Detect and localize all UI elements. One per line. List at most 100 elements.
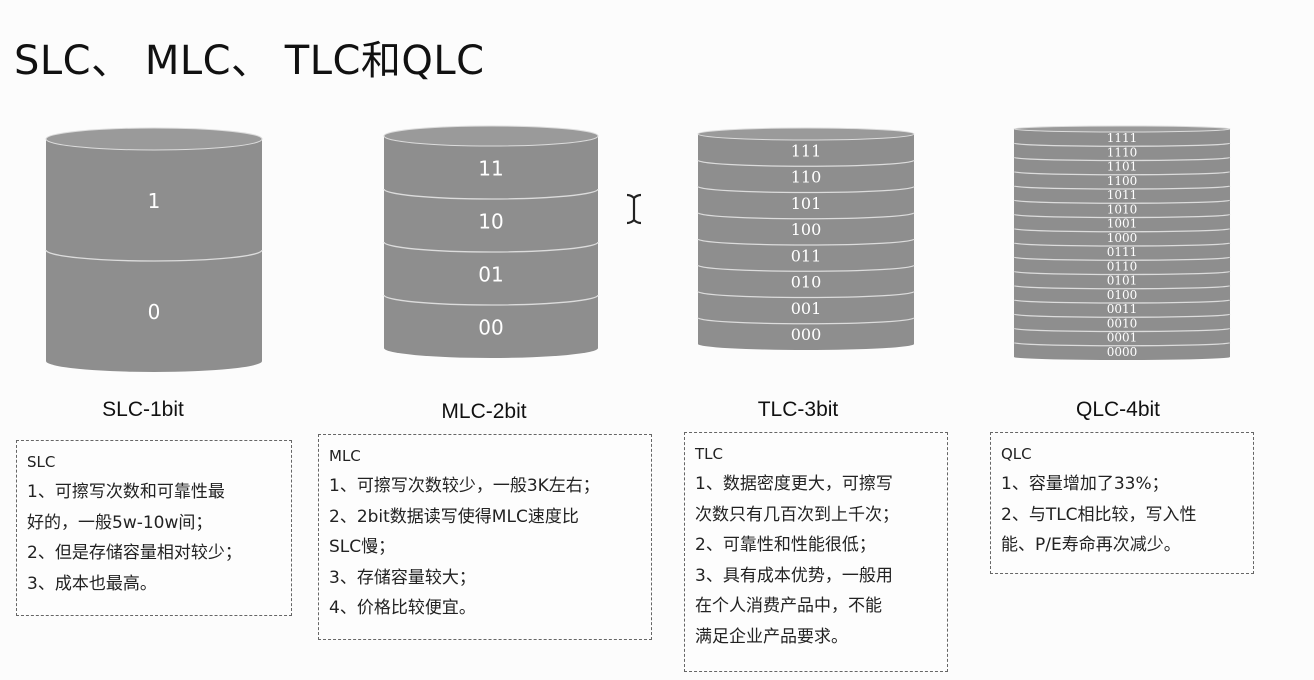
qlc-level-label: 1001 [1107,217,1138,231]
qlc-level-divider [1013,242,1231,247]
qlc-level-divider [1013,171,1231,176]
qlc-cylinder-graphic: 1111111011011100101110101001100001110110… [1013,125,1231,360]
tlc-note-heading: TLC [695,445,723,463]
slc-note-line: 3、成本也最高。 [27,573,157,594]
mlc-note-line: SLC慢； [329,537,396,557]
qlc-level-divider [1013,299,1231,304]
qlc-level-divider [1013,313,1231,318]
slc-cylinder-graphic: 10 [45,127,263,372]
tlc-level-divider [697,159,915,167]
slc-cylinder-top [45,127,263,151]
mlc-cylinder-body [384,136,598,358]
tlc-level-label: 111 [791,141,822,160]
tlc-note-line: 次数只有几百次到上千次； [695,504,899,525]
qlc-level-divider [1013,270,1231,276]
tlc-level-label: 010 [791,273,822,292]
tlc-note-line: 在个人消费产品中，不能 [695,596,882,616]
tlc-note-line: 满足企业产品要求。 [695,626,848,647]
tlc-level-divider [697,264,915,272]
mlc-level-divider [383,241,599,253]
tlc-level-label: 100 [791,220,822,239]
tlc-level-label: 110 [791,168,822,187]
tlc-level-label: 011 [791,246,822,265]
qlc-level-divider [1013,199,1231,204]
qlc-note-box: QLC 1、容量增加了33%； 2、与TLC相比较，写入性 能、P/E寿命再次减… [990,432,1254,574]
qlc-level-label: 0001 [1107,331,1138,345]
qlc-level-label: 0110 [1107,259,1138,273]
qlc-cylinder-top [1013,125,1231,133]
qlc-level-divider [1013,256,1231,261]
tlc-cylinder-top [697,127,915,141]
slc-label: SLC-1bit [102,398,184,421]
slc-level-divider [45,249,263,262]
tlc-cylinder-graphic: 111 110 101 100 011 010 001 000 [697,127,915,350]
qlc-level-label: 1011 [1107,188,1138,202]
qlc-note-heading: QLC [1001,445,1032,463]
qlc-level-label: 0000 [1107,345,1138,359]
tlc-cylinder: 111 110 101 100 011 010 001 000 [697,127,915,350]
mlc-level-label: 11 [478,157,503,181]
slc-note-line: 1、可擦写次数和可靠性最 [27,482,225,502]
page-title: SLC、 MLC、 TLC和QLC [14,38,485,84]
qlc-level-divider [1013,142,1231,147]
slc-level-label: 0 [148,300,161,324]
qlc-level-divider [1013,285,1231,290]
tlc-note-line: 2、可靠性和性能很低； [695,535,876,555]
tlc-level-label: 101 [791,194,822,213]
tlc-level-divider [697,291,915,299]
mlc-level-divider [383,188,599,200]
tlc-level-divider [697,317,915,325]
mlc-level-divider [383,294,599,306]
qlc-level-divider [1013,327,1231,333]
qlc-level-label: 0010 [1107,316,1138,330]
slc-note-box: SLC 1、可擦写次数和可靠性最 好的，一般5w-10w间； 2、但是存储容量相… [16,440,292,616]
qlc-level-label: 0101 [1107,274,1138,288]
slc-note-line: 2、但是存储容量相对较少； [27,543,242,563]
qlc-level-divider [1013,228,1231,233]
tlc-level-label: 001 [791,299,822,318]
slc-cylinder-body [46,139,262,372]
mlc-label: MLC-2bit [441,400,527,423]
tlc-note-line: 3、具有成本优势，一般用 [695,565,893,586]
mlc-note-line: 1、可擦写次数较少，一般3K左右； [329,476,600,496]
qlc-level-divider [1013,156,1231,162]
tlc-cylinder-body [698,134,914,350]
qlc-level-label: 0100 [1107,288,1138,302]
qlc-note-line: 能、P/E寿命再次减少。 [1001,535,1181,555]
mlc-note-line: 2、2bit数据读写使得MLC速度比 [329,506,579,527]
tlc-level-label: 000 [791,325,822,344]
qlc-level-label: 1100 [1107,174,1138,188]
qlc-level-label: 1010 [1107,202,1138,216]
mlc-level-label: 00 [478,316,503,340]
qlc-level-divider [1013,342,1231,347]
qlc-level-divider [1013,213,1231,219]
qlc-note-line: 1、容量增加了33%； [1001,474,1169,494]
qlc-level-label: 1000 [1107,231,1138,245]
slc-level-label: 1 [148,189,161,213]
mlc-note-heading: MLC [329,447,361,465]
qlc-level-label: 1111 [1107,131,1138,145]
mlc-level-label: 10 [478,210,503,234]
slc-note-line: 好的，一般5w-10w间； [27,512,213,533]
mlc-level-label: 01 [478,263,503,287]
qlc-level-label: 1101 [1107,160,1138,174]
mlc-note-line: 4、价格比较便宜。 [329,598,476,618]
qlc-level-label: 0111 [1107,245,1138,259]
mlc-cylinder-top [383,125,599,147]
mlc-cylinder-graphic: 11 10 01 00 [383,125,599,358]
mlc-note-line: 3、存储容量较大； [329,567,476,588]
tlc-note-line: 1、数据密度更大，可擦写 [695,474,893,494]
text-cursor-icon [626,193,642,225]
mlc-cylinder: 11 10 01 00 [383,125,599,358]
tlc-label: TLC-3bit [757,398,839,421]
tlc-level-divider [697,186,915,194]
qlc-note-line: 2、与TLC相比较，写入性 [1001,504,1197,525]
qlc-label: QLC-4bit [1075,398,1161,421]
qlc-level-label: 0011 [1107,302,1138,316]
tlc-level-divider [697,212,915,220]
tlc-level-divider [697,238,915,246]
tlc-note-box: TLC 1、数据密度更大，可擦写 次数只有几百次到上千次； 2、可靠性和性能很低… [684,432,948,672]
slc-note-heading: SLC [27,453,56,471]
